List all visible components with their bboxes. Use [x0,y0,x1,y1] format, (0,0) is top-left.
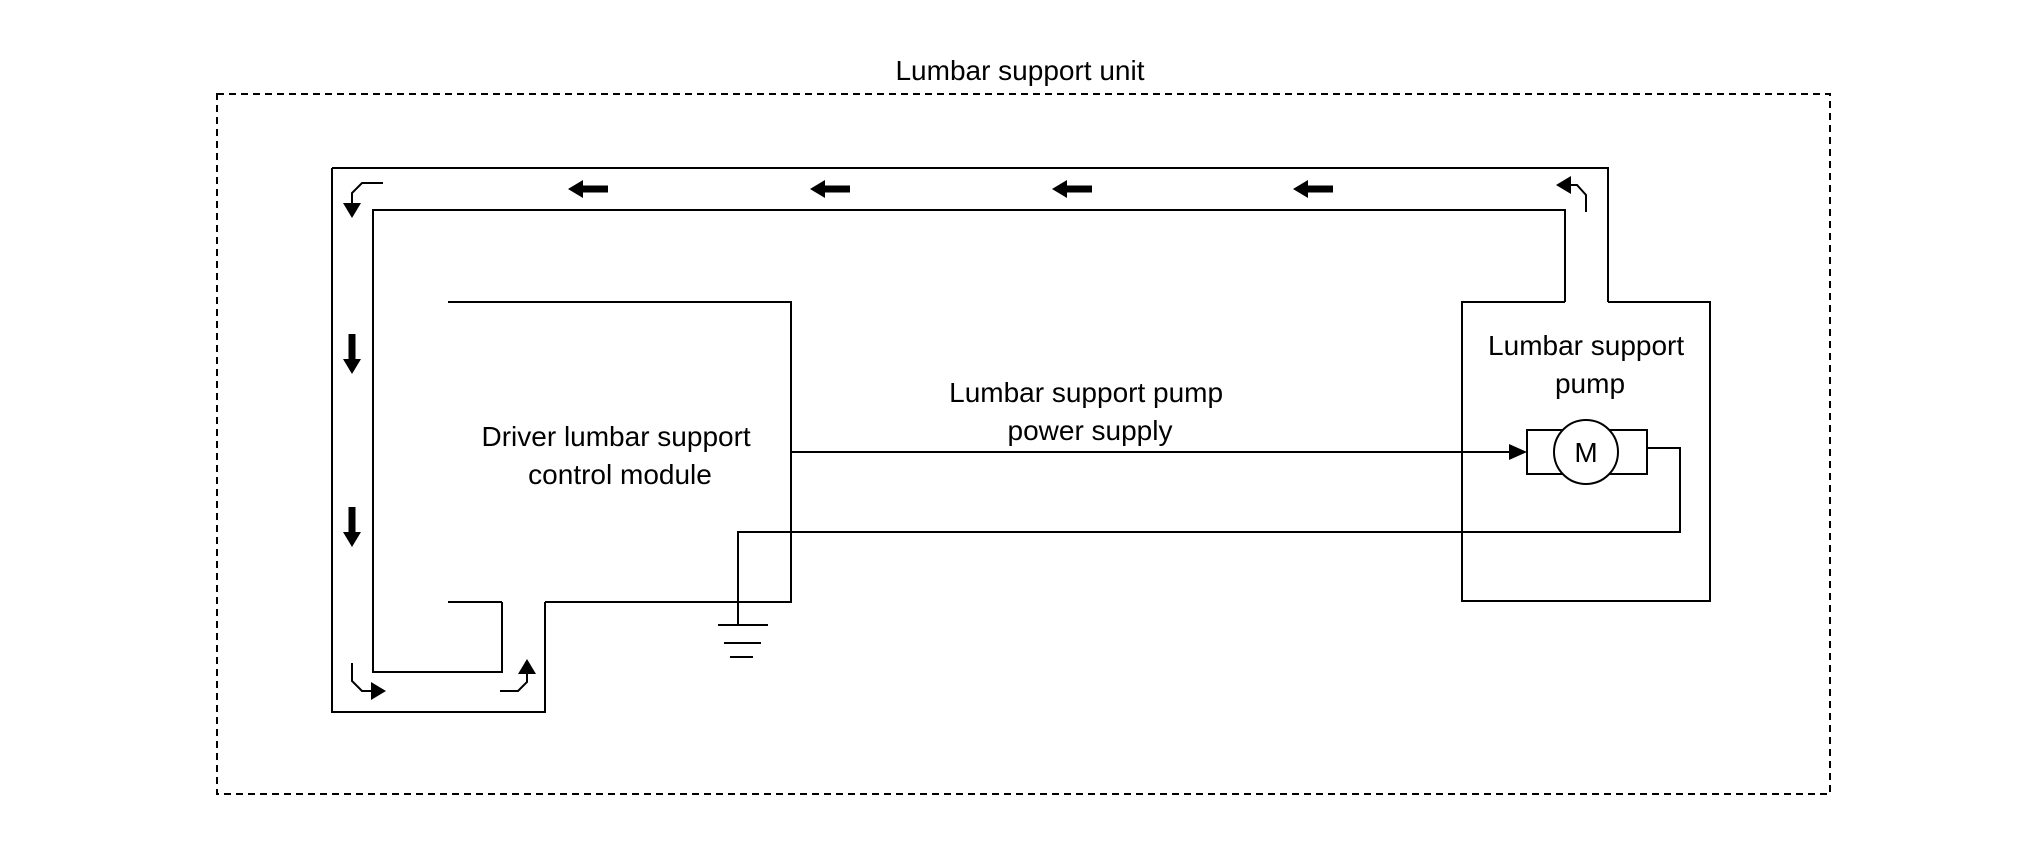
unit-label: Lumbar support unit [895,55,1144,86]
flow-arrow-icon [1052,180,1092,198]
motor-icon: M [1526,419,1648,485]
flow-arrow-icon [343,182,383,218]
pump-label-line1: Lumbar support [1488,330,1684,361]
flow-arrow-icon [1556,176,1587,212]
control-module-label-line2: control module [528,459,712,490]
lumbar-support-unit-boundary [216,93,1831,795]
flow-arrow-icon [351,663,386,700]
control-module-label: Driver lumbar support control module [482,421,759,490]
air-passage-inner-wall [372,209,1566,673]
power-supply-arrowhead [1509,444,1527,460]
flow-arrow-icon [343,334,361,374]
flow-arrow-icon [500,659,536,692]
pump-box [1461,301,1711,602]
control-module-label-line1: Driver lumbar support [482,421,751,452]
flow-arrow-icon [343,507,361,547]
control-module-box [448,301,792,603]
power-supply-label: Lumbar support pump power supply [949,377,1231,446]
ground-return-wire [737,447,1681,625]
flow-arrow-icon [810,180,850,198]
ground-icon [718,624,768,658]
pump-label: Lumbar support pump [1488,330,1692,399]
motor-symbol-label: M [1574,437,1597,468]
power-supply-label-line2: power supply [1008,415,1173,446]
power-supply-label-line1: Lumbar support pump [949,377,1223,408]
flow-arrow-icon [1293,180,1333,198]
flow-arrow-icon [568,180,608,198]
air-passage-outer-wall [331,167,1609,713]
pump-label-line2: pump [1555,368,1625,399]
